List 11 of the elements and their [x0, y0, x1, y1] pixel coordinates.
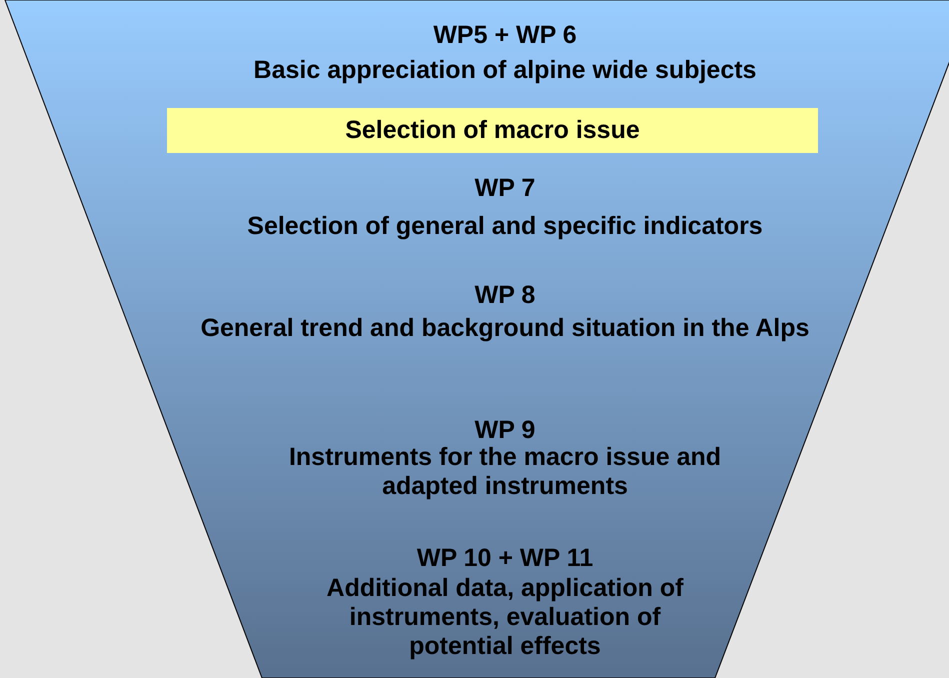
work-package-heading: WP 7 — [474, 173, 536, 203]
work-package-heading: WP 8 — [474, 280, 536, 310]
work-package-description: Instruments for the macro issue and adapted instruments — [288, 443, 722, 501]
highlight-bar: Selection of macro issue — [167, 108, 818, 153]
work-package-heading: WP5 + WP 6 — [432, 20, 578, 50]
work-package-description: Additional data, application of instruments, evaluation of potential effects — [326, 574, 684, 661]
work-package-description: Basic appreciation of alpine wide subjects — [252, 55, 758, 85]
work-package-heading: WP 10 + WP 11 — [416, 543, 594, 573]
work-package-description: Selection of general and specific indicators — [246, 211, 764, 241]
work-package-description: General trend and background situation in the Alps — [200, 313, 810, 344]
work-package-heading: WP 9 — [474, 415, 536, 445]
